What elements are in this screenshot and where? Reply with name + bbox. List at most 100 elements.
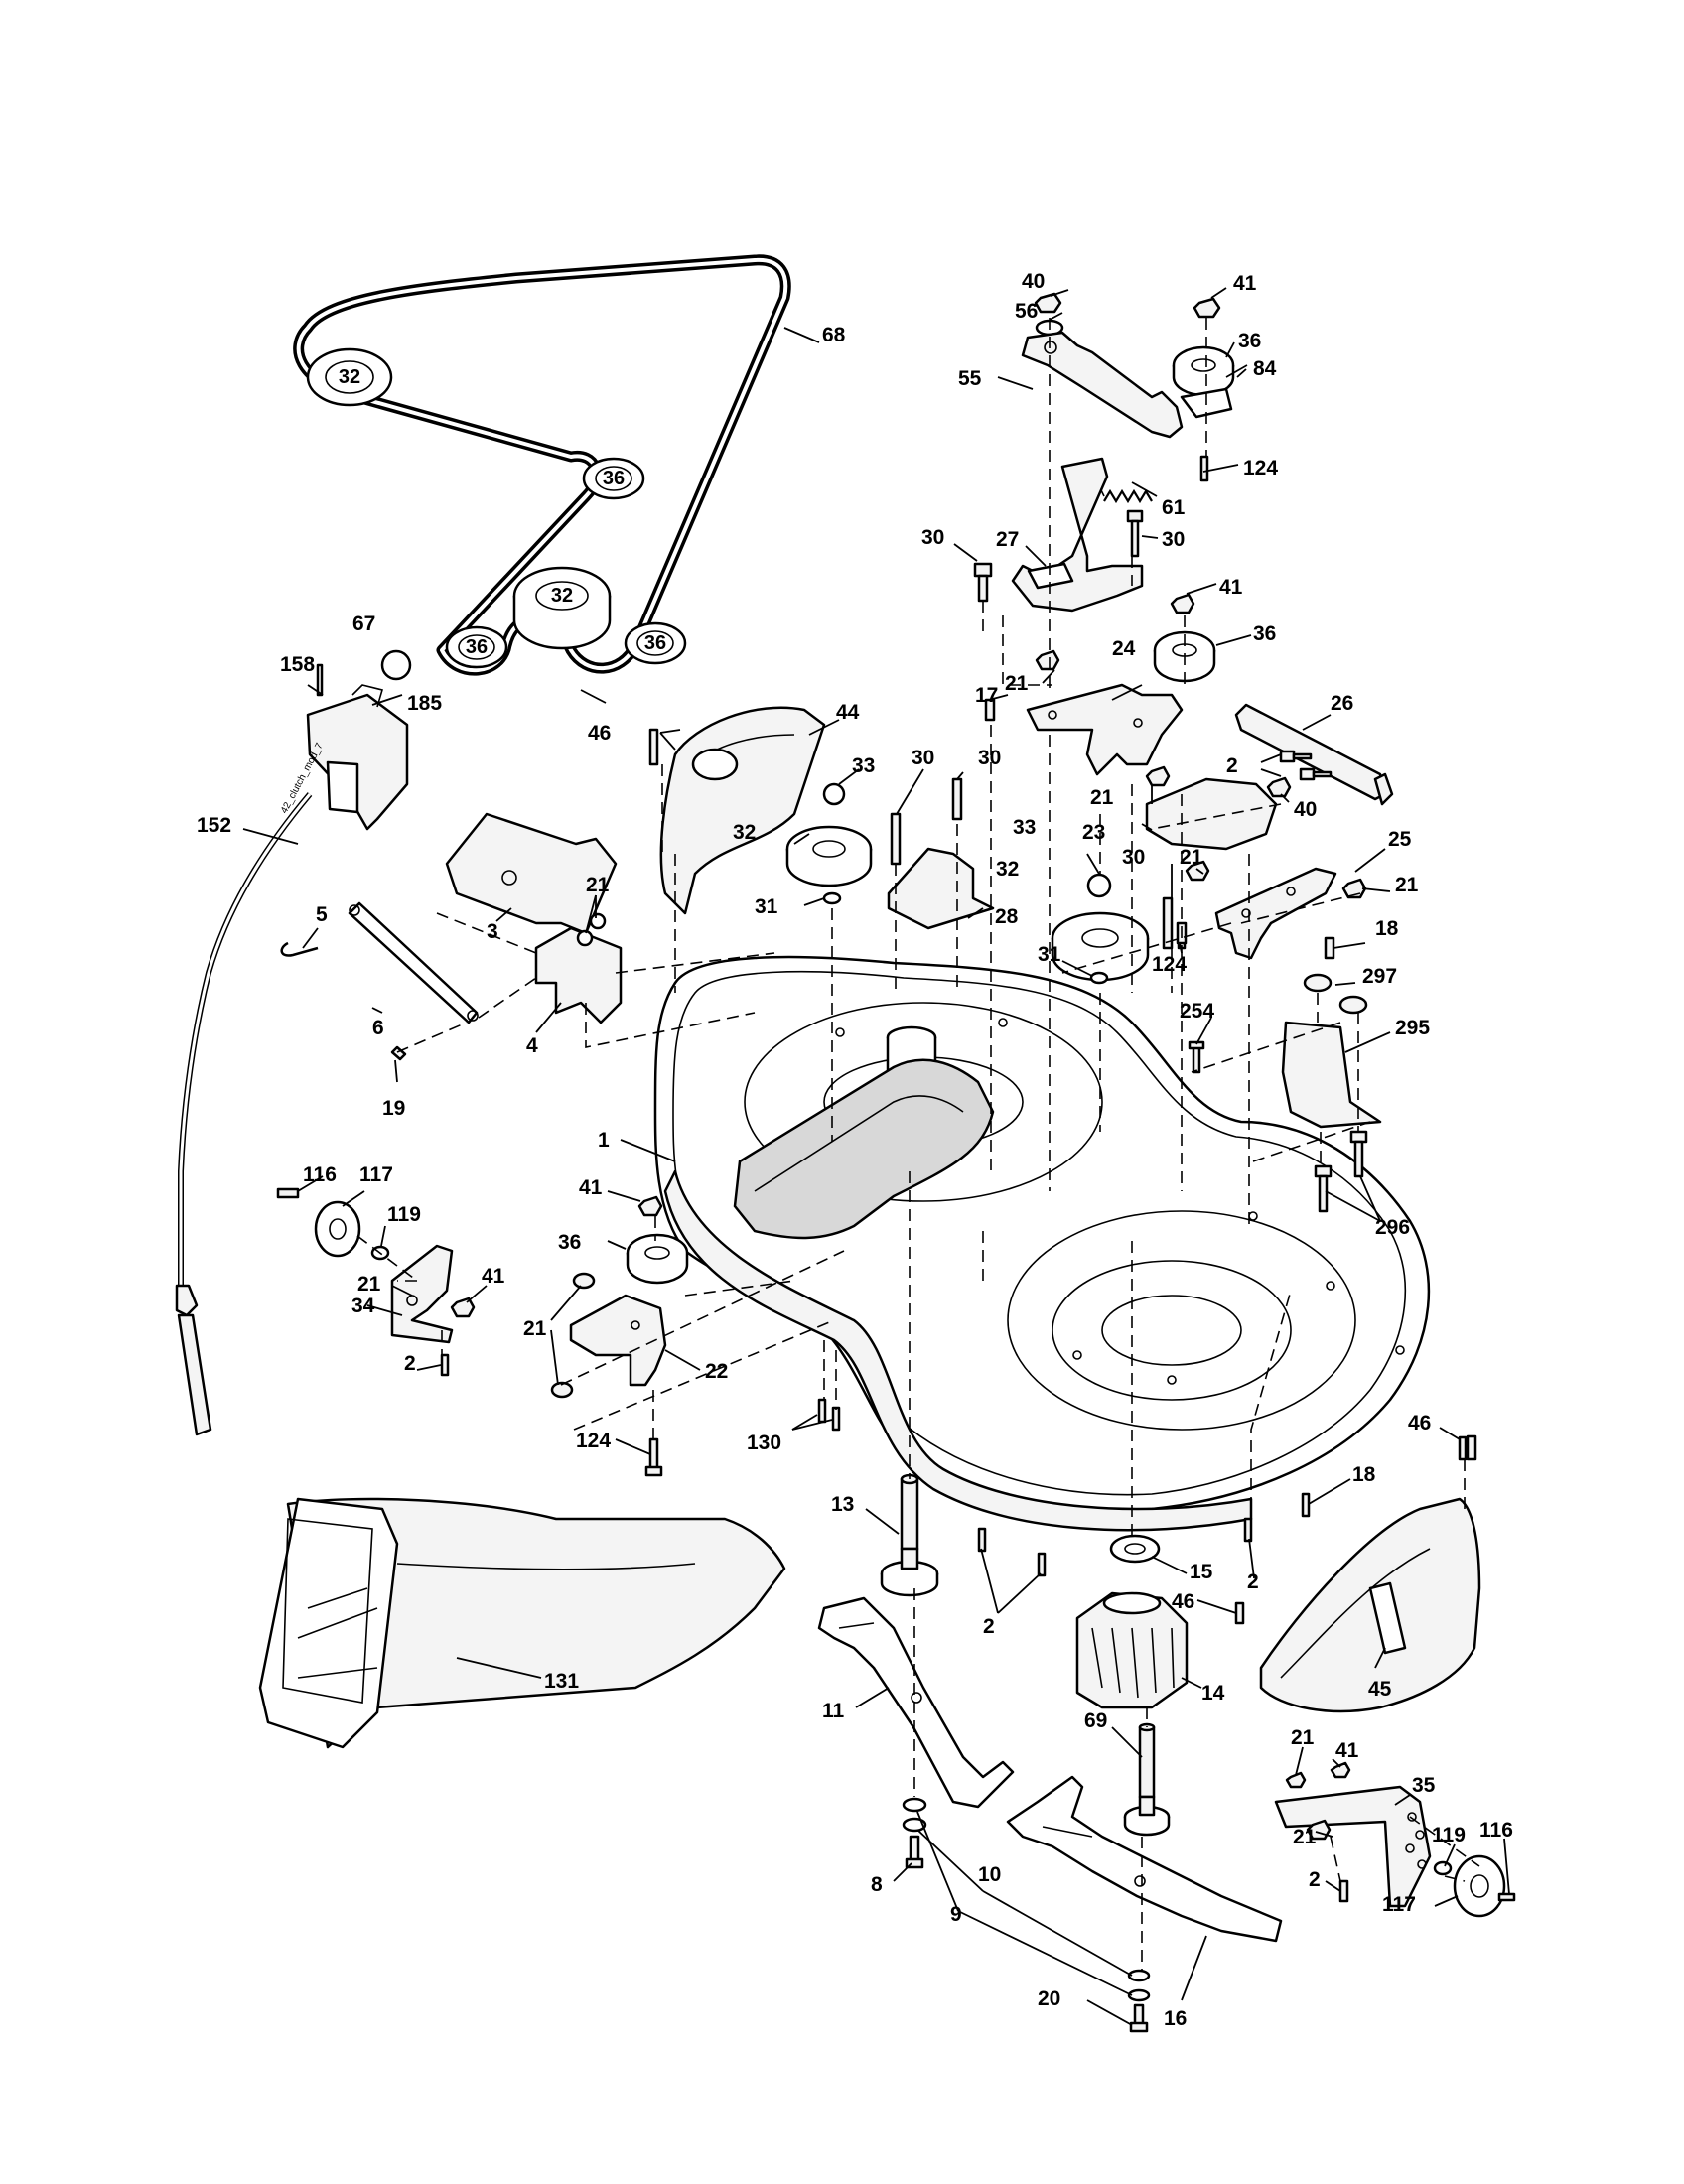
pulley-36-lower-left (445, 625, 508, 669)
plate-23 (1145, 777, 1278, 851)
callout-2: 2 (1309, 1868, 1321, 1891)
callout-32: 32 (733, 821, 756, 844)
callout-20: 20 (1038, 1987, 1060, 2010)
baffle-295-group (1188, 973, 1382, 1213)
callout-21: 21 (1293, 1826, 1317, 1848)
lift-bracket-group (280, 812, 623, 1061)
callout-84: 84 (1253, 357, 1277, 380)
callout-21: 21 (1395, 874, 1419, 896)
callout-21: 21 (1090, 786, 1114, 809)
callout-pulley-36: 36 (644, 632, 666, 654)
deck-bolts (817, 1398, 1468, 1577)
callout-119: 119 (387, 1203, 421, 1226)
callout-pulley-32: 32 (339, 366, 360, 388)
hairpin-5 (280, 941, 319, 957)
callout-pulley-36: 36 (466, 636, 488, 658)
callout-131: 131 (544, 1670, 579, 1693)
blade-11 (817, 1596, 1015, 1809)
callout-18: 18 (1375, 917, 1399, 940)
callout-41: 41 (1233, 272, 1257, 295)
belt-guard-44 (648, 706, 826, 915)
callout-10: 10 (978, 1863, 1001, 1886)
callout-117: 117 (1382, 1893, 1416, 1916)
callout-17: 17 (975, 684, 998, 707)
callout-36: 36 (558, 1231, 581, 1254)
callout-21: 21 (586, 874, 610, 896)
assembly-guides (356, 318, 1480, 1971)
blade-16 (1006, 1775, 1283, 1943)
callout-30: 30 (912, 747, 934, 769)
callout-27: 27 (996, 528, 1019, 551)
discharge-chute-131 (258, 1497, 786, 1749)
idler-pulley-left (785, 782, 873, 905)
callout-35: 35 (1412, 1774, 1436, 1797)
callout-25: 25 (1388, 828, 1412, 851)
callout-33: 33 (1013, 816, 1036, 839)
callout-1: 1 (598, 1129, 610, 1152)
callout-297: 297 (1362, 965, 1397, 988)
ball-knob-67 (380, 649, 412, 681)
callout-21: 21 (1180, 846, 1203, 869)
pulley-32-left (306, 347, 393, 407)
callout-116: 116 (1479, 1819, 1513, 1842)
callout-6: 6 (372, 1017, 384, 1039)
bracket-22 (569, 1294, 667, 1387)
gauge-wheel-left (276, 1187, 476, 1377)
bracket-24 (1026, 683, 1184, 776)
callout-2: 2 (983, 1615, 995, 1638)
callout-23: 23 (1082, 821, 1105, 844)
callout-130: 130 (747, 1432, 781, 1454)
bracket-28 (887, 777, 995, 930)
callout-pulley-32: 32 (551, 585, 573, 607)
callout-2: 2 (1226, 754, 1238, 777)
callout-296: 296 (1375, 1216, 1410, 1239)
callout-124: 124 (1152, 953, 1187, 976)
pulley-36-lower-right (624, 621, 687, 665)
idler-arm-assembly (973, 292, 1394, 960)
callout-41: 41 (1335, 1739, 1359, 1762)
pulley-36-middle (582, 457, 645, 500)
callout-31: 31 (755, 895, 778, 918)
callout-15: 15 (1190, 1561, 1213, 1583)
gauge-wheel-right (1274, 1761, 1516, 1918)
callout-30: 30 (921, 526, 944, 549)
idler-bracket-22-group (550, 1195, 689, 1477)
callout-46: 46 (1172, 1590, 1194, 1613)
callout-32: 32 (996, 858, 1019, 881)
bracket-4 (534, 926, 623, 1024)
callout-13: 13 (831, 1493, 854, 1516)
baffle-295 (1281, 1021, 1382, 1129)
callout-24: 24 (1112, 637, 1136, 660)
callout-152: 152 (197, 814, 231, 837)
spindle-13 (880, 1473, 939, 1597)
callout-21: 21 (523, 1317, 547, 1340)
callout-4: 4 (526, 1034, 538, 1057)
callout-56: 56 (1015, 300, 1038, 323)
callout-44: 44 (836, 701, 860, 724)
spring-61 (1103, 488, 1153, 504)
callout-19: 19 (382, 1097, 405, 1120)
callout-67: 67 (352, 613, 375, 635)
spindle-69 (1123, 1722, 1171, 1837)
callout-46: 46 (588, 722, 611, 745)
callout-36: 36 (1253, 622, 1276, 645)
callout-55: 55 (958, 367, 982, 390)
callout-21: 21 (1291, 1726, 1315, 1749)
callout-5: 5 (316, 903, 328, 926)
callout-30: 30 (1122, 846, 1145, 869)
callout-61: 61 (1162, 496, 1186, 519)
callout-68: 68 (822, 324, 846, 346)
callout-28: 28 (995, 905, 1019, 928)
belt-pulleys (306, 347, 687, 669)
callout-21: 21 (1005, 672, 1029, 695)
callout-16: 16 (1164, 2007, 1187, 2030)
callout-22: 22 (705, 1360, 728, 1383)
callout-254: 254 (1180, 1000, 1214, 1023)
callout-40: 40 (1022, 270, 1045, 293)
callout-41: 41 (1219, 576, 1243, 599)
callout-295: 295 (1395, 1017, 1430, 1039)
callout-69: 69 (1084, 1709, 1107, 1732)
callout-2: 2 (404, 1352, 416, 1375)
callout-2: 2 (1247, 1570, 1259, 1593)
